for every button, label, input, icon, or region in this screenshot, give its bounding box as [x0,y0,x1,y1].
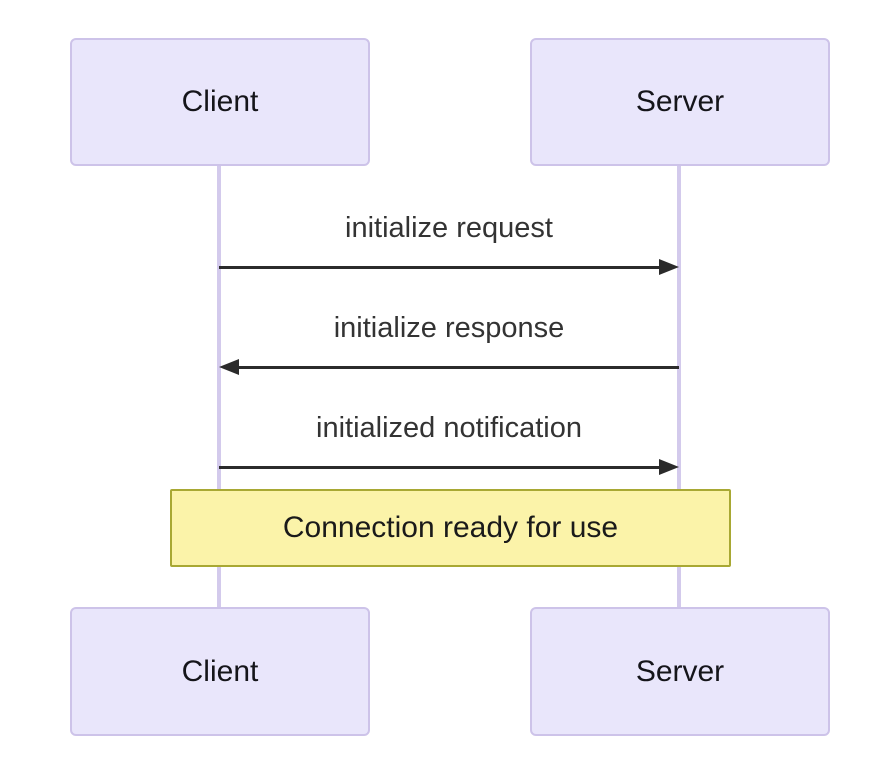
actor-box-bottom-client: Client [70,607,370,736]
message-arrow-line [239,366,679,369]
lifeline-server [677,166,681,607]
note-box: Connection ready for use [170,489,731,567]
actor-label-client: Client [181,85,259,118]
message-arrow-line [219,266,661,269]
actor-box-top-server: Server [530,38,830,166]
actor-label-server: Server [635,85,725,118]
arrowhead-left-icon [219,359,239,375]
message-label: initialize response [333,312,565,344]
message-label: initialize request [345,212,553,244]
message-label: initialized notification [316,412,582,444]
note-label: Connection ready for use [282,511,619,544]
lifeline-client [217,166,221,607]
arrowhead-right-icon [659,259,679,275]
message-arrow-line [219,466,661,469]
actor-label-client: Client [181,654,259,688]
actor-label-server: Server [635,654,725,688]
arrowhead-right-icon [659,459,679,475]
actor-box-top-client: Client [70,38,370,166]
actor-box-bottom-server: Server [530,607,830,736]
